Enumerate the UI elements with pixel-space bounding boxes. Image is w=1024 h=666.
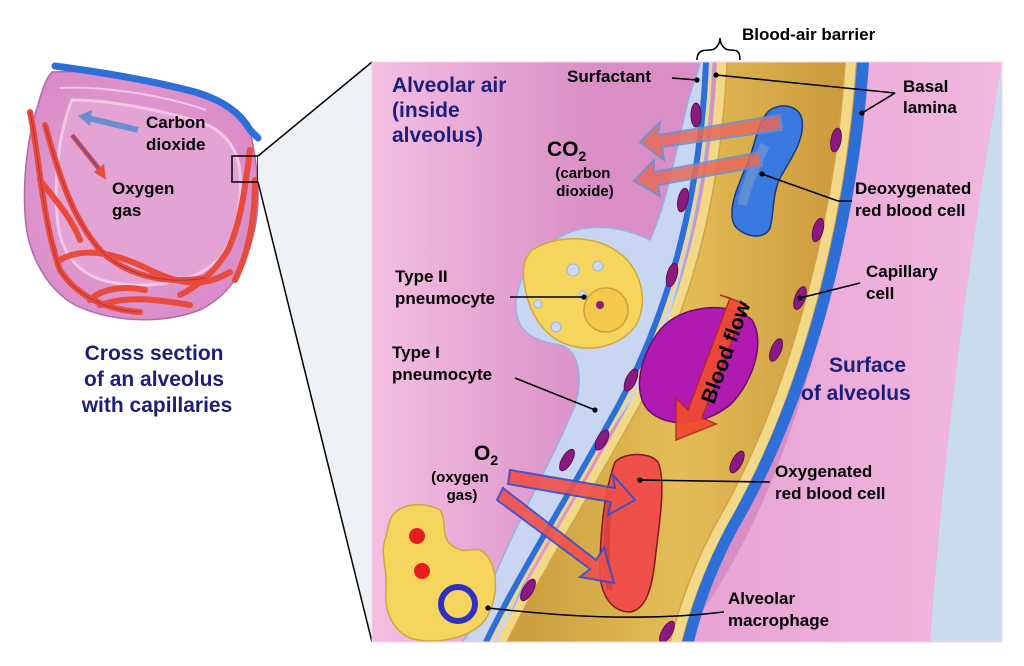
overview-caption: Cross section of an alveolus with capill… bbox=[81, 342, 233, 417]
type-ii-pneumocyte bbox=[522, 238, 644, 349]
oxygenated-rbc-label: Oxygenated red blood cell bbox=[775, 462, 886, 503]
alveolus-cross-section: Carbon dioxide Oxygen gas bbox=[23, 62, 262, 321]
blood-flow-arrow bbox=[675, 294, 747, 442]
detail-view: Blood flow bbox=[371, 61, 1003, 643]
surfactant-label: Surfactant bbox=[567, 67, 651, 86]
alveolar-macrophage bbox=[382, 503, 497, 642]
blood-air-barrier-label: Blood-air barrier bbox=[742, 25, 876, 44]
co2-formula: CO2 bbox=[547, 138, 587, 164]
surfactant-leader bbox=[671, 77, 698, 81]
overview-co2-arrow bbox=[78, 110, 139, 133]
co2-name: (carbon dioxide) bbox=[555, 165, 614, 200]
alveolar-macrophage-label: Alveolar macrophage bbox=[728, 589, 829, 630]
type-i-pneumocyte-label: Type I pneumocyte bbox=[392, 343, 492, 384]
deoxygenated-rbc-leader bbox=[761, 173, 852, 202]
zoom-wedge bbox=[258, 62, 372, 642]
basal-lamina-leader-1 bbox=[715, 74, 896, 94]
o2-arrows bbox=[495, 468, 637, 585]
oxygenated-rbc-leader bbox=[639, 479, 771, 483]
capillary-cell-leader bbox=[799, 282, 861, 299]
type-ii-pneumocyte-label: Type II pneumocyte bbox=[395, 267, 495, 308]
basal-lamina-label: Basal lamina bbox=[903, 77, 957, 117]
deoxygenated-rbc-label: Deoxygenated red blood cell bbox=[855, 179, 976, 220]
capillary-cell-label: Capillary cell bbox=[866, 262, 943, 303]
co2-arrows bbox=[632, 113, 784, 198]
surface-of-alveolus-label: Surface of alveolus bbox=[801, 354, 912, 405]
type-i-pneumocyte-leader bbox=[514, 377, 596, 411]
alveolar-air-label: Alveolar air (inside alveolus) bbox=[392, 74, 512, 147]
overview-o2-arrow bbox=[70, 133, 106, 180]
blood-air-barrier-bracket bbox=[696, 37, 741, 61]
capillary-cell-nuclei bbox=[520, 102, 842, 642]
overview-carbon-dioxide-label: Carbon dioxide bbox=[146, 113, 210, 154]
o2-formula: O2 bbox=[474, 442, 498, 468]
o2-name: (oxygen gas) bbox=[431, 469, 493, 504]
overview-oxygen-gas-label: Oxygen gas bbox=[112, 179, 179, 220]
alveolar-macrophage-leader bbox=[487, 607, 725, 619]
